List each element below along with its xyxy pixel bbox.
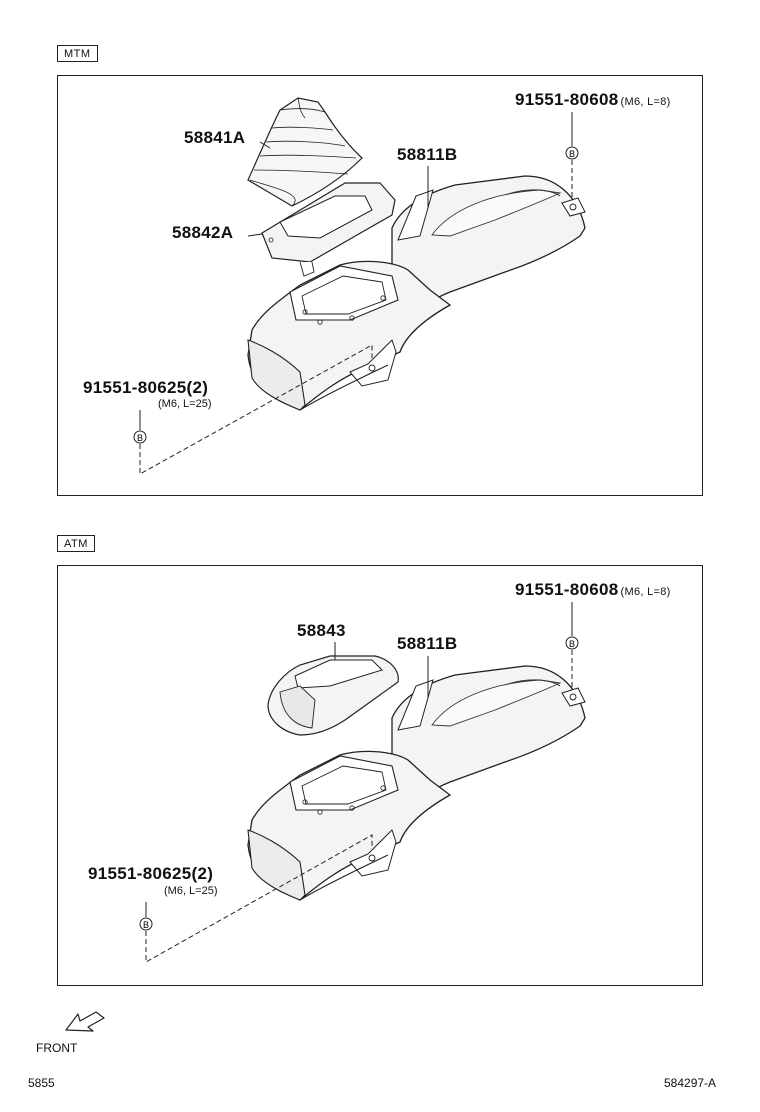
- atm-label-console-box: 58811B: [397, 634, 458, 653]
- atm-front-bolt-spec: (M6, L=25): [164, 885, 218, 897]
- mtm-front-callout-symbol: B: [137, 433, 143, 443]
- atm-front-callout-symbol: B: [143, 920, 149, 930]
- mtm-section-tag: MTM: [57, 45, 98, 62]
- mtm-rear-bolt-part: 91551-80608: [515, 90, 619, 109]
- figure-code-right: 584297-A: [664, 1076, 717, 1090]
- mtm-shift-plate: [261, 182, 396, 277]
- atm-rear-bolt-spec: (M6, L=8): [620, 586, 671, 598]
- atm-label-shift-cover: 58843: [297, 621, 346, 640]
- atm-rear-callout-symbol: B: [569, 639, 575, 649]
- atm-rear-bolt-part: 91551-80608: [515, 580, 619, 599]
- front-direction-arrow-icon: [65, 1011, 105, 1032]
- mtm-front-bolt-spec: (M6, L=25): [158, 398, 212, 410]
- mtm-label-console-box: 58811B: [397, 145, 458, 164]
- atm-diagram-panel: [57, 565, 703, 986]
- mtm-label-rear-bolt: 91551-80608(M6, L=8): [515, 90, 671, 110]
- front-direction-label: FRONT: [36, 1041, 78, 1055]
- atm-label-front-bolt: 91551-80625(2): [88, 864, 214, 883]
- mtm-rear-bolt-spec: (M6, L=8): [620, 96, 671, 108]
- mtm-label-front-bolt: 91551-80625(2): [83, 378, 209, 397]
- mtm-label-shift-boot: 58841A: [184, 128, 246, 147]
- mtm-shift-boot: [247, 97, 363, 207]
- atm-label-rear-bolt: 91551-80608(M6, L=8): [515, 580, 671, 600]
- atm-section-tag: ATM: [57, 535, 95, 552]
- mtm-label-shift-plate: 58842A: [172, 223, 234, 242]
- mtm-rear-callout-symbol: B: [569, 149, 575, 159]
- atm-shift-cover: [267, 655, 399, 736]
- page-code-left: 5855: [28, 1076, 55, 1090]
- mtm-diagram-panel: [57, 75, 703, 496]
